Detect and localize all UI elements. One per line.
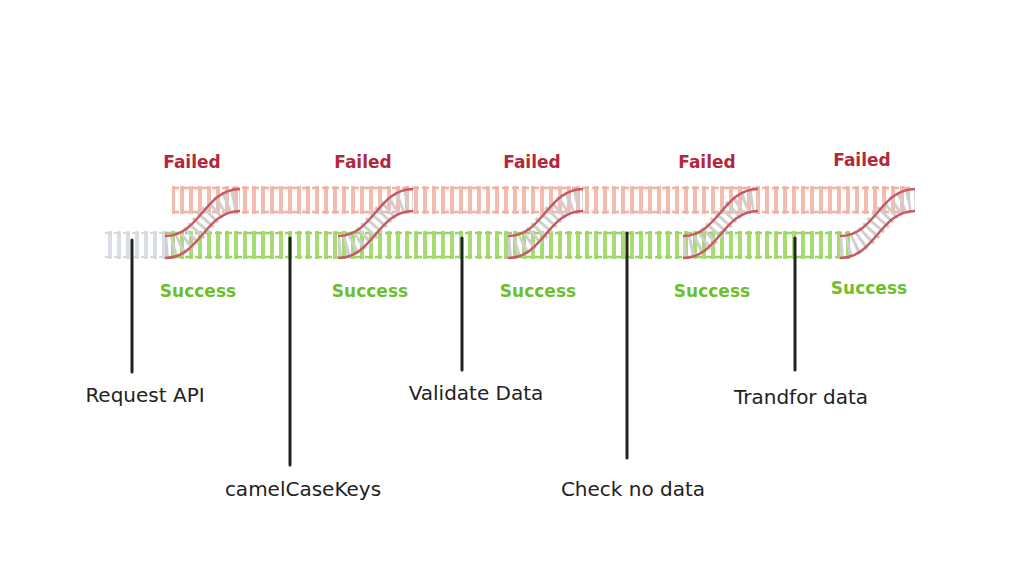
track-label: Success — [674, 281, 750, 301]
start-track — [105, 231, 165, 259]
track-label: Failed — [678, 152, 735, 172]
success-track — [165, 231, 850, 259]
track-label: Success — [831, 278, 907, 298]
step-label: Validate Data — [409, 381, 544, 405]
track-label: Failed — [833, 150, 890, 170]
step-label: camelCaseKeys — [225, 477, 381, 501]
track-label: Failed — [334, 152, 391, 172]
step-label: Request API — [85, 383, 204, 407]
track-switch — [165, 189, 915, 258]
track-label: Success — [332, 281, 408, 301]
track-label: Failed — [503, 152, 560, 172]
step-label: Trandfor data — [734, 385, 868, 409]
track-label: Success — [160, 281, 236, 301]
leader-line — [132, 233, 795, 465]
step-label: Check no data — [561, 477, 705, 501]
failure-track — [172, 186, 910, 214]
track-label: Success — [500, 281, 576, 301]
track-label: Failed — [163, 152, 220, 172]
